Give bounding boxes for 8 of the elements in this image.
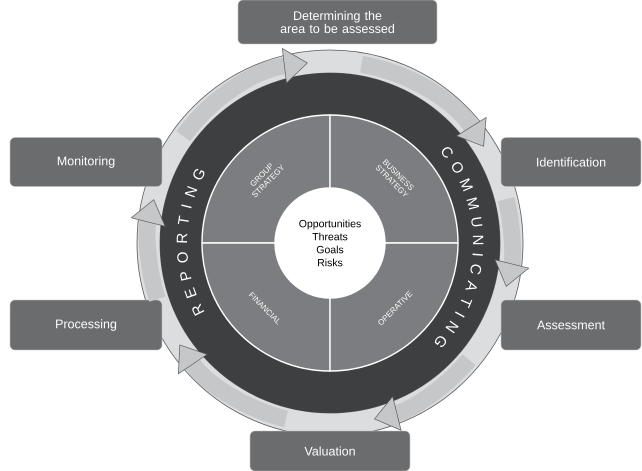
cycle-arrow bbox=[130, 199, 166, 302]
step-box: Processing bbox=[10, 300, 162, 350]
step-box: Determining the area to be assessed bbox=[238, 0, 438, 44]
step-box: Identification bbox=[500, 137, 642, 187]
step-box: Assessment bbox=[500, 300, 642, 350]
cycle-arrow bbox=[176, 48, 308, 142]
step-box: Valuation bbox=[250, 430, 410, 471]
step-box: Monitoring bbox=[10, 137, 162, 187]
